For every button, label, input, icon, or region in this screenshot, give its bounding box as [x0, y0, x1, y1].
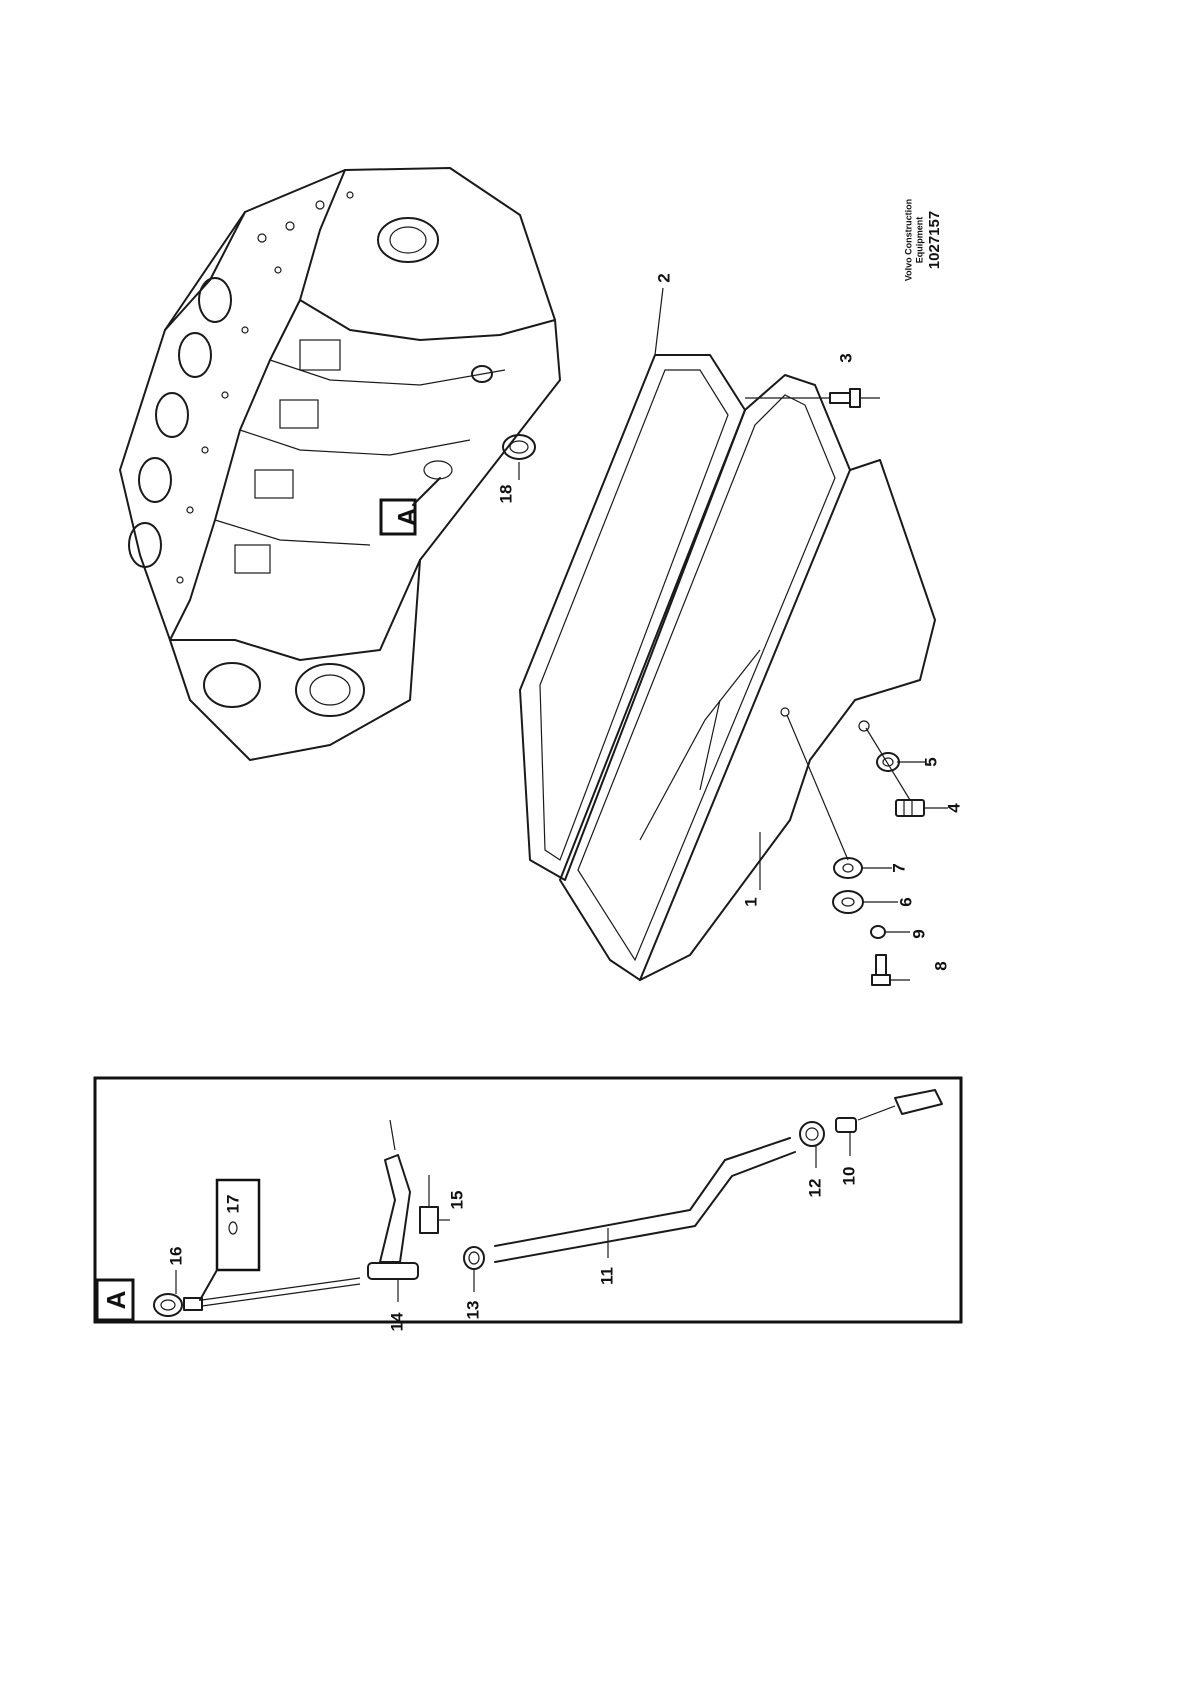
part-9-washer — [870, 925, 886, 939]
callout-3: 3 — [836, 353, 855, 362]
part-8-bolt — [871, 954, 891, 986]
part-15-bolt — [419, 1175, 439, 1234]
callout-9: 9 — [909, 929, 928, 938]
callout-15: 15 — [447, 1191, 466, 1210]
part-13-clamp — [463, 1246, 485, 1270]
oil-pan — [559, 374, 936, 981]
callout-8: 8 — [931, 961, 950, 970]
reference-number: 1027157 — [926, 211, 943, 269]
part-4-drain-plug — [865, 727, 925, 817]
oil-pan-gasket — [519, 354, 746, 881]
brand-line-1: Volvo Construction — [903, 199, 913, 281]
callout-2: 2 — [654, 273, 673, 282]
part-5-washer — [876, 752, 900, 772]
callout-10: 10 — [839, 1167, 858, 1186]
callout-7: 7 — [889, 863, 908, 872]
part-6-cover — [832, 890, 864, 914]
callout-4: 4 — [944, 803, 963, 813]
callout-12: 12 — [805, 1179, 824, 1198]
bracket — [379, 1119, 411, 1263]
callout-1: 1 — [741, 897, 760, 906]
callout-18: 18 — [496, 485, 515, 504]
callout-17: 17 — [223, 1195, 242, 1214]
callout-11: 11 — [597, 1267, 616, 1285]
detail-a-box: A — [93, 1076, 963, 1324]
part-12-clamp — [799, 1121, 825, 1147]
part-14-tube — [367, 1262, 419, 1280]
callout-6: 6 — [896, 897, 915, 906]
callout-13: 13 — [463, 1301, 482, 1320]
part-10-sleeve — [835, 1089, 943, 1133]
part-7-gasket — [833, 857, 863, 879]
detail-a-marker-label: A — [392, 507, 422, 526]
detail-a-marker: A — [379, 477, 441, 536]
part-11-guide-tube — [494, 1137, 796, 1263]
part-16-dipstick — [153, 1277, 361, 1317]
callout-5: 5 — [921, 757, 940, 766]
callout-14: 14 — [387, 1312, 406, 1331]
part-17-inset — [199, 1178, 261, 1301]
detail-a-box-label: A — [101, 1290, 131, 1309]
brand-line-2: Equipment — [914, 217, 924, 264]
callout-16: 16 — [166, 1247, 185, 1266]
engine-block-illustration — [119, 167, 561, 761]
leader-lines — [654, 287, 948, 981]
part-18-seal — [502, 434, 536, 480]
